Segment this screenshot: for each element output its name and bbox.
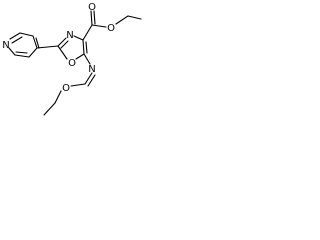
- oxazole-bond: [75, 53, 85, 60]
- atom-label-layer: O O N O N N O: [2, 2, 115, 94]
- imine-double-bond: [87, 74, 96, 87]
- oxazole-nitrogen-label: N: [66, 30, 73, 41]
- ether-bond: [70, 83, 86, 87]
- ester-bond: [91, 24, 107, 28]
- imine-nitrogen-label: N: [88, 64, 95, 75]
- pyridine-nitrogen-label: N: [2, 40, 9, 51]
- ethoxy-bond: [54, 90, 62, 104]
- pyridine-bond: [15, 51, 28, 54]
- ethoxy-oxygen-label: O: [62, 83, 70, 94]
- carbonyl-double-bond: [93, 10, 96, 25]
- oxazole-bond: [73, 35, 84, 41]
- oxazole-oxygen-label: O: [68, 58, 76, 69]
- oxazole-bond: [57, 37, 67, 47]
- pyridine-bond: [8, 47, 16, 56]
- pyridine-bond: [9, 32, 21, 40]
- ester-oxygen-label: O: [107, 23, 115, 34]
- oxazole-bond: [82, 39, 85, 55]
- ester-bond: [82, 24, 93, 41]
- aryl-link-bond: [36, 45, 59, 49]
- chemical-structure-diagram: O O N O N N O: [2, 2, 142, 116]
- imine-double-bond: [84, 72, 93, 85]
- oxazole-bond: [57, 45, 68, 60]
- imine-link-bond: [83, 53, 91, 65]
- pyridine-bond: [19, 32, 34, 37]
- bond-layer: [8, 10, 142, 116]
- pyridine-bond: [28, 47, 38, 58]
- ethoxy-bond: [43, 102, 56, 116]
- carbonyl-oxygen-label: O: [88, 2, 96, 13]
- pyridine-bond: [32, 35, 38, 49]
- pyridine-bond: [14, 54, 30, 58]
- carbonyl-double-bond: [90, 10, 93, 26]
- ethyl-bond: [127, 15, 142, 20]
- oxazole-bond: [60, 40, 69, 49]
- pyridine-bond: [35, 37, 40, 49]
- ethyl-bond: [115, 15, 129, 25]
- pyridine-bond: [11, 36, 23, 44]
- oxazole-bond: [85, 41, 88, 54]
